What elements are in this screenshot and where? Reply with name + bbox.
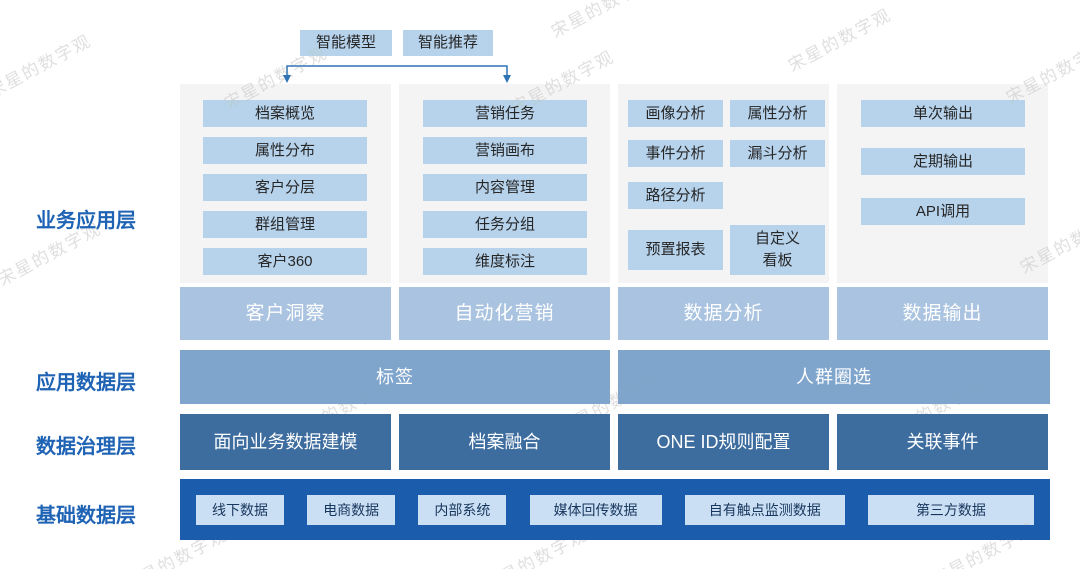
header-data-output: 数据输出 [837, 287, 1048, 340]
item-funnel-analysis: 漏斗分析 [730, 140, 825, 167]
item-media-callback-data: 媒体回传数据 [529, 494, 662, 525]
item-customer-360: 客户360 [203, 248, 367, 275]
item-marketing-canvas: 营销画布 [423, 137, 587, 164]
item-dimension-labeling: 维度标注 [423, 248, 587, 275]
item-scheduled-output: 定期输出 [861, 148, 1025, 175]
label-application-data-layer: 应用数据层 [36, 372, 136, 394]
item-marketing-task: 营销任务 [423, 100, 587, 127]
item-profile-overview: 档案概览 [203, 100, 367, 127]
box-business-data-modeling: 面向业务数据建模 [180, 414, 391, 470]
header-marketing-automation: 自动化营销 [399, 287, 610, 340]
box-linked-events: 关联事件 [837, 414, 1048, 470]
item-api-call: API调用 [861, 198, 1025, 225]
item-attribute-analysis: 属性分析 [730, 100, 825, 127]
watermark: 宋星的数字观 [548, 0, 658, 42]
item-single-output: 单次输出 [861, 100, 1025, 127]
item-preset-reports: 预置报表 [628, 230, 723, 270]
item-path-analysis: 路径分析 [628, 182, 723, 209]
watermark: 宋星的数字观 [0, 31, 95, 102]
item-group-management: 群组管理 [203, 211, 367, 238]
item-customer-tiering: 客户分层 [203, 174, 367, 201]
watermark: 宋星的数字观 [785, 5, 895, 76]
smart-recommend-box: 智能推荐 [403, 30, 493, 56]
item-content-management: 内容管理 [423, 174, 587, 201]
box-profile-merging: 档案融合 [399, 414, 610, 470]
header-customer-insight: 客户洞察 [180, 287, 391, 340]
label-business-application-layer: 业务应用层 [36, 210, 136, 232]
box-oneid-rule-config: ONE ID规则配置 [618, 414, 829, 470]
item-custom-dashboard: 自定义 看板 [730, 225, 825, 275]
box-tags: 标签 [180, 350, 610, 404]
item-third-party-data: 第三方数据 [867, 494, 1034, 525]
item-owned-touchpoint-monitoring-data: 自有触点监测数据 [684, 494, 845, 525]
item-offline-data: 线下数据 [196, 494, 284, 525]
item-internal-systems: 内部系统 [418, 494, 507, 525]
header-data-analysis: 数据分析 [618, 287, 829, 340]
item-attribute-distribution: 属性分布 [203, 137, 367, 164]
smart-model-box: 智能模型 [300, 30, 392, 56]
item-ecommerce-data: 电商数据 [307, 494, 396, 525]
box-audience-selection: 人群圈选 [618, 350, 1050, 404]
base-data-band: 线下数据 电商数据 内部系统 媒体回传数据 自有触点监测数据 第三方数据 [180, 479, 1050, 540]
item-event-analysis: 事件分析 [628, 140, 723, 167]
label-base-data-layer: 基础数据层 [36, 505, 136, 527]
item-portrait-analysis: 画像分析 [628, 100, 723, 127]
label-data-governance-layer: 数据治理层 [36, 436, 136, 458]
item-task-grouping: 任务分组 [423, 211, 587, 238]
